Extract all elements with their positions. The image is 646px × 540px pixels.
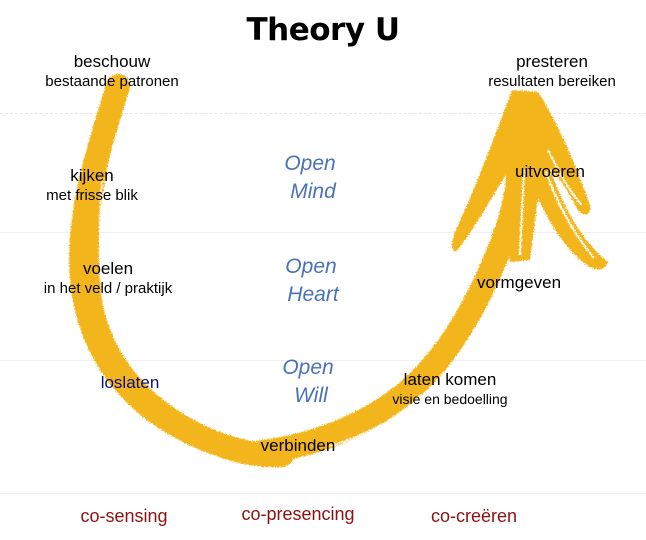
- arrowhead: [452, 90, 608, 270]
- stage-sublabel: met frisse blik: [46, 186, 138, 204]
- left-descending-stroke-inner: [86, 114, 246, 452]
- phase-co-presencing: co-presencing: [241, 504, 355, 524]
- stage-presteren: presteren resultaten bereiken: [488, 52, 616, 90]
- arrowhead-shape: [452, 90, 608, 270]
- level-line: Open: [282, 356, 334, 379]
- stage-sublabel: visie en bedoelling: [392, 390, 508, 407]
- stage-label: beschouw: [73, 52, 151, 71]
- stage-beschouw: beschouw bestaande patronen: [45, 52, 178, 90]
- stage-label: vormgeven: [476, 273, 562, 292]
- stage-label: kijken: [70, 166, 114, 185]
- stage-uitvoeren: uitvoeren: [515, 162, 585, 182]
- level-divider: [0, 360, 646, 361]
- stage-voelen: voelen in het veld / praktijk: [44, 259, 172, 297]
- stage-laten-komen: laten komen visie en bedoelling: [392, 370, 507, 407]
- level-open-heart: Open Heart: [283, 253, 338, 309]
- stage-label: presteren: [516, 52, 588, 71]
- stage-label: verbinden: [260, 436, 336, 455]
- stage-verbinden: verbinden: [261, 436, 336, 456]
- level-line: Open: [285, 255, 337, 278]
- right-stroke-highlight: [329, 395, 421, 447]
- stage-sublabel: resultaten bereiken: [488, 72, 616, 90]
- level-divider: [0, 113, 646, 114]
- stage-label: voelen: [82, 259, 134, 278]
- level-open-will: Open Will: [282, 354, 333, 410]
- level-divider: [0, 232, 646, 233]
- stage-kijken: kijken met frisse blik: [46, 166, 138, 204]
- stage-vormgeven: vormgeven: [477, 273, 561, 293]
- right-rising-stroke-inner: [295, 367, 435, 453]
- stage-sublabel: bestaande patronen: [45, 72, 179, 90]
- level-line: Mind: [290, 180, 336, 203]
- level-open-mind: Open Mind: [284, 150, 336, 206]
- stage-label: uitvoeren: [515, 162, 585, 181]
- level-line: Open: [284, 152, 336, 175]
- level-line: Will: [294, 384, 328, 407]
- level-line: Heart: [287, 283, 339, 306]
- stage-label: loslaten: [100, 373, 160, 392]
- phase-co-sensing: co-sensing: [80, 506, 168, 526]
- arrowhead-gap: [519, 169, 525, 256]
- arrowhead-gap: [547, 149, 583, 206]
- stage-loslaten: loslaten: [101, 373, 160, 393]
- arrowhead-gap: [545, 171, 595, 259]
- diagram-title: Theory U: [246, 12, 401, 48]
- stage-label: laten komen: [403, 370, 497, 389]
- level-divider: [0, 493, 646, 494]
- phase-co-creeren: co-creëren: [430, 506, 518, 526]
- stage-sublabel: in het veld / praktijk: [43, 279, 173, 297]
- left-stroke-highlight: [99, 179, 201, 421]
